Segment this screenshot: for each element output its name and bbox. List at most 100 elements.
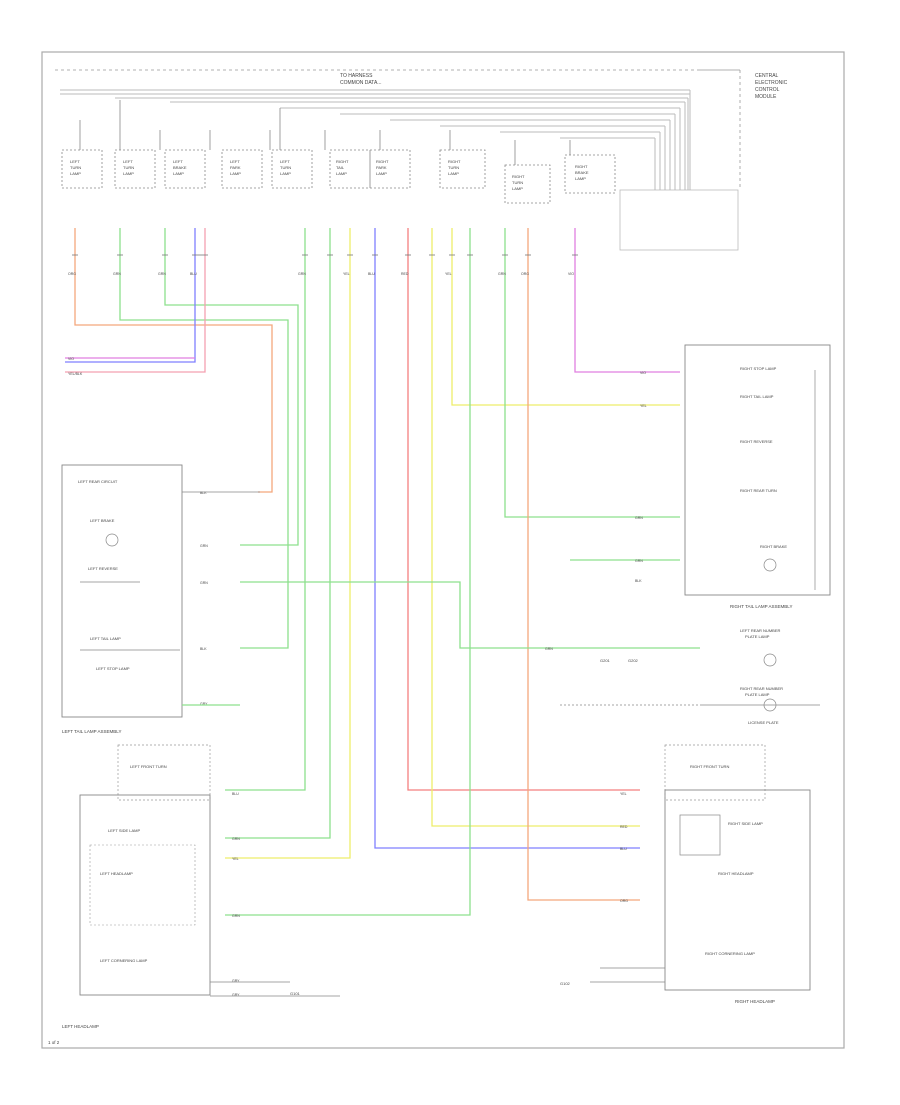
- relay-3-l3: LAMP: [173, 171, 184, 176]
- left-headlamp-sub1: LEFT SIDE LAMP: [108, 828, 140, 833]
- right-headlamp-sub2: RIGHT HEADLAMP: [718, 871, 754, 876]
- relay-2-l1: LEFT: [123, 159, 133, 164]
- wire-label-14: YEL/BLK: [68, 372, 83, 376]
- module-connector-box: [619, 189, 739, 251]
- wire-label-24: ORG: [620, 899, 628, 903]
- relay-1-l3: LAMP: [70, 171, 81, 176]
- relay-5-l3: LAMP: [280, 171, 291, 176]
- relay-5-l2: TURN: [280, 165, 291, 170]
- relay-4-l3: LAMP: [230, 171, 241, 176]
- relay-8-l3: LAMP: [448, 171, 459, 176]
- wire-code-labels: ORG GRN GRN BLU GRN YEL BLU RED YEL GRN …: [68, 272, 647, 997]
- wire-label-15: VIO: [640, 371, 646, 375]
- left-headlamp-box-title: LEFT FRONT TURN: [130, 764, 167, 769]
- right-headlamp-box-title: RIGHT FRONT TURN: [690, 764, 729, 769]
- right-headlamp-sub1: RIGHT SIDE LAMP: [728, 821, 763, 826]
- wire-yellow-1: [225, 228, 351, 859]
- right-tail-lamp-assembly: RIGHT STOP LAMP RIGHT TAIL LAMP RIGHT RE…: [684, 344, 831, 609]
- wire-label-5: GRN: [298, 272, 306, 276]
- plate-line1: LEFT REAR NUMBER: [740, 628, 780, 633]
- relay-3-l1: LEFT: [173, 159, 183, 164]
- right-headlamp-sub3: RIGHT CORNERING LAMP: [705, 951, 755, 956]
- wire-label-1: ORG: [68, 272, 76, 276]
- wire-label-4: BLU: [190, 272, 197, 276]
- wire-label-27: YEL: [232, 857, 239, 861]
- relay-9-l3: LAMP: [512, 186, 523, 191]
- wire-green-5: [225, 228, 471, 916]
- ground-labels: G201 G202 G101 G102: [290, 658, 639, 996]
- wire-green-4: [225, 228, 331, 839]
- left-tail-box-title: LEFT REAR CIRCUIT: [78, 479, 118, 484]
- wire-label-28: GRN: [232, 914, 240, 918]
- left-plate-bulb: [763, 653, 777, 667]
- left-tail-sub1: LEFT BRAKE: [90, 518, 115, 523]
- wire-green-1: [119, 228, 289, 649]
- right-tail-sub5: RIGHT BRAKE: [760, 544, 787, 549]
- cecm-line4: MODULE: [755, 94, 777, 100]
- wire-label-23: BLU: [620, 847, 627, 851]
- right-headlamp-relay: [679, 814, 721, 856]
- wire-orange-1: [74, 228, 273, 493]
- right-tail-sub2: RIGHT TAIL LAMP: [740, 394, 774, 399]
- wire-label-10: GRN: [498, 272, 506, 276]
- wire-magenta-2: [574, 228, 680, 373]
- left-headlamp-dashed: [117, 744, 211, 801]
- wire-label-16: YEL: [640, 404, 647, 408]
- wire-label-12: VIO: [568, 272, 574, 276]
- right-tail-assembly-label: RIGHT TAIL LAMP ASSEMBLY: [730, 604, 792, 609]
- wire-label-7: BLU: [368, 272, 375, 276]
- bus-lines: [60, 89, 691, 190]
- wire-blue-1: [65, 228, 196, 363]
- wire-label-34: BLK: [200, 647, 207, 651]
- cecm-line2: ELECTRONIC: [755, 80, 788, 86]
- wire-green-7: [240, 581, 700, 649]
- relay-8-l2: TURN: [448, 165, 459, 170]
- left-headlamp-assembly: LEFT FRONT TURN LEFT SIDE LAMP LEFT HEAD…: [62, 744, 340, 1029]
- relay-6-l1: RIGHT: [336, 159, 349, 164]
- number-plate-lamps: LEFT REAR NUMBER PLATE LAMP RIGHT REAR N…: [560, 628, 820, 725]
- relay-4-l2: PARK: [230, 165, 241, 170]
- wire-green-6: [504, 228, 680, 518]
- wire-label-25: BLU: [232, 792, 239, 796]
- relay-2-l2: TURN: [123, 165, 134, 170]
- relay-labels: LEFT TURN LAMP LEFT TURN LAMP LEFT BRAKE…: [70, 159, 589, 191]
- right-headlamp-box: [664, 789, 811, 991]
- relay-1-l2: TURN: [70, 165, 81, 170]
- right-headlamp-assembly: RIGHT FRONT TURN RIGHT SIDE LAMP RIGHT H…: [590, 744, 811, 1004]
- relay-10-l3: LAMP: [575, 176, 586, 181]
- wire-label-13: VIO: [68, 357, 74, 361]
- wire-label-33: GRN: [200, 581, 208, 585]
- relay-7-l1: RIGHT: [376, 159, 389, 164]
- relay-6-l2: TAIL: [336, 165, 345, 170]
- left-headlamp-sub3: LEFT CORNERING LAMP: [100, 958, 148, 963]
- wire-label-11: ORG: [521, 272, 529, 276]
- wire-label-6: YEL: [343, 272, 350, 276]
- wire-yellow-2: [431, 228, 640, 827]
- right-headlamp-label: RIGHT HEADLAMP: [735, 999, 775, 1004]
- left-tail-box: [61, 464, 183, 718]
- left-headlamp-label: LEFT HEADLAMP: [62, 1024, 99, 1029]
- left-tail-sub3: LEFT TAIL LAMP: [90, 636, 121, 641]
- relay-4-l1: LEFT: [230, 159, 240, 164]
- right-tail-sub4: RIGHT REAR TURN: [740, 488, 777, 493]
- wire-label-21: YEL: [620, 792, 627, 796]
- relay-5-l1: LEFT: [280, 159, 290, 164]
- wire-label-26: GRN: [232, 837, 240, 841]
- relay-10-l1: RIGHT: [575, 164, 588, 169]
- wire-pink-1: [65, 228, 206, 373]
- relay-7-l2: PARK: [376, 165, 387, 170]
- ground-g1: G201: [600, 658, 611, 663]
- relay-7-l3: LAMP: [376, 171, 387, 176]
- ground-g2: G202: [628, 658, 639, 663]
- ground-g3: G101: [290, 991, 301, 996]
- wire-label-9: YEL: [445, 272, 452, 276]
- left-headlamp-inner: [89, 844, 196, 926]
- title-line2: COMMON DATA...: [340, 80, 381, 86]
- ground-g4: G102: [560, 981, 571, 986]
- relay-1-l1: LEFT: [70, 159, 80, 164]
- plate-line4: PLATE LAMP: [745, 692, 770, 697]
- wire-label-35: GRY: [200, 702, 208, 706]
- cecm-line1: CENTRAL: [755, 73, 779, 79]
- plate-line2: PLATE LAMP: [745, 634, 770, 639]
